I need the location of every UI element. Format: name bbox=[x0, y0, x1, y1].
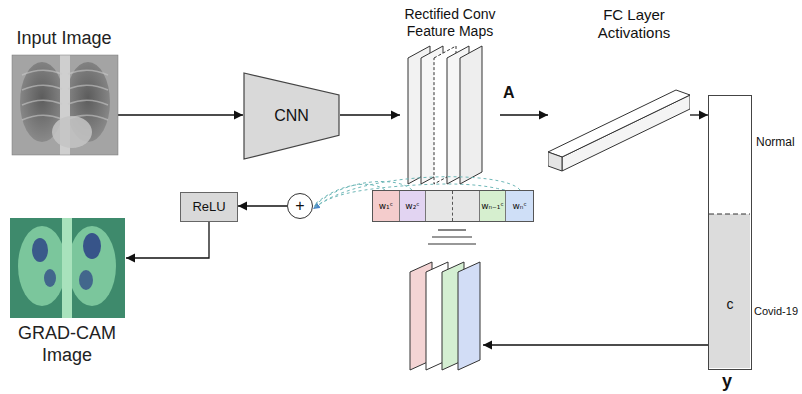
segment-divider bbox=[709, 214, 750, 215]
feature-map-stack bbox=[408, 46, 482, 184]
flow-arrow bbox=[690, 114, 708, 115]
equals-line bbox=[438, 229, 466, 230]
xray-frame bbox=[12, 55, 118, 155]
gradient-map-plate bbox=[458, 262, 480, 370]
output-vector: c bbox=[708, 95, 752, 370]
weight-cell: wₙ₋₁ᶜ bbox=[480, 191, 507, 221]
relu-box: ReLU bbox=[180, 192, 238, 222]
weight-cell: wₙᶜ bbox=[506, 191, 533, 221]
prism-face bbox=[562, 95, 690, 171]
gradcam-image bbox=[10, 218, 125, 318]
node-text: c bbox=[709, 296, 751, 313]
xray-heart bbox=[52, 116, 92, 148]
vector-name: y bbox=[722, 372, 732, 392]
tensor-name: A bbox=[503, 84, 515, 102]
gradient-map-stack bbox=[410, 262, 480, 370]
node-text: FC Layer Activations bbox=[578, 6, 690, 42]
input-image: Input Image bbox=[10, 28, 118, 158]
gradcam-output: GRAD-CAM Image bbox=[8, 215, 126, 383]
gradcam-background bbox=[10, 218, 125, 318]
sum-circle: + bbox=[287, 193, 313, 219]
flow-arrow bbox=[340, 114, 400, 115]
flow-arrow bbox=[500, 114, 548, 115]
node-text: ReLU bbox=[181, 200, 237, 214]
gradcam-lung bbox=[68, 226, 116, 306]
class-segment bbox=[709, 214, 750, 368]
trapezoid bbox=[244, 73, 339, 159]
node-heading: Rectified Conv Feature Maps bbox=[400, 6, 500, 40]
flow-arrow bbox=[118, 114, 243, 115]
gradcam-hotspot bbox=[79, 270, 93, 290]
feature-map-plate bbox=[460, 46, 482, 184]
blank-cell bbox=[453, 191, 480, 221]
cnn-block: CNN bbox=[243, 72, 340, 160]
gradient-arrow bbox=[483, 344, 708, 345]
bar-fill bbox=[709, 96, 750, 368]
gradcam-hotspot bbox=[32, 238, 48, 262]
node-text: CNN bbox=[243, 107, 340, 125]
fc-layer: FC Layer Activations bbox=[548, 6, 690, 172]
flow-arrow bbox=[238, 205, 287, 206]
feature-maps: Rectified Conv Feature Maps bbox=[400, 6, 500, 188]
gradcam-spine bbox=[62, 218, 72, 318]
weight-cell: w₁ᶜ bbox=[373, 191, 400, 221]
xray-image bbox=[12, 55, 118, 155]
equals-line bbox=[432, 236, 472, 237]
class-label: Normal bbox=[756, 136, 795, 149]
gradcam-hotspot bbox=[83, 233, 101, 259]
weight-cell: w₂ᶜ bbox=[400, 191, 427, 221]
blank-cell bbox=[426, 191, 453, 221]
node-text: + bbox=[288, 197, 312, 215]
class-label: Covid-19 bbox=[754, 305, 798, 317]
gradcam-hotspot bbox=[44, 269, 56, 287]
equals-line bbox=[428, 243, 476, 244]
gradcam-lung bbox=[18, 226, 66, 306]
node-heading: Input Image bbox=[10, 28, 118, 50]
flow-arrow bbox=[126, 222, 209, 258]
equals-marks bbox=[428, 230, 476, 244]
xray-ribs bbox=[22, 70, 108, 120]
prism-face bbox=[548, 90, 690, 157]
weight-vector: w₁ᶜw₂ᶜ wₙ₋₁ᶜwₙᶜ bbox=[372, 190, 534, 222]
node-heading: GRAD-CAM Image bbox=[8, 323, 126, 366]
xray-background bbox=[12, 55, 118, 155]
prism-face bbox=[548, 152, 562, 171]
